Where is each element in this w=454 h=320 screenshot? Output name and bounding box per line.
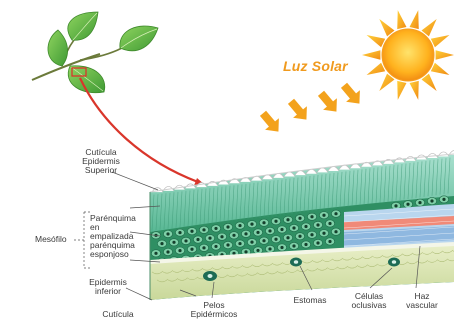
chloroplast: [280, 246, 283, 249]
chloroplast: [286, 236, 289, 239]
chloroplast: [334, 230, 337, 233]
chloroplast: [322, 232, 325, 235]
chloroplast: [166, 232, 169, 235]
chloroplast: [310, 215, 313, 218]
label-haz-vascular: Haz vascular: [402, 292, 442, 310]
sun-ray: [367, 63, 386, 75]
chloroplast: [262, 221, 265, 224]
chloroplast: [304, 225, 307, 228]
leaf-cross-section: [150, 150, 454, 300]
chloroplast: [196, 238, 199, 241]
sun-ray: [431, 35, 450, 47]
chloroplast: [178, 231, 181, 234]
chloroplast: [274, 238, 277, 241]
chloroplast: [250, 241, 253, 244]
sun-ray: [431, 63, 450, 75]
chloroplast: [202, 246, 205, 249]
chloroplast: [406, 203, 409, 206]
label-celulas-oclusivas: Células oclusivas: [344, 292, 394, 310]
stoma-1: [203, 271, 217, 281]
chloroplast: [430, 199, 433, 202]
chloroplast: [268, 229, 271, 232]
chloroplast: [178, 249, 181, 252]
chloroplast: [322, 214, 325, 217]
chloroplast: [190, 248, 193, 251]
sun-ray: [410, 81, 419, 100]
chloroplast: [442, 198, 445, 201]
chloroplast: [298, 217, 301, 220]
chloroplast: [274, 220, 277, 223]
chloroplast: [214, 227, 217, 230]
chloroplast: [328, 240, 331, 243]
chloroplast: [244, 232, 247, 235]
chloroplast: [226, 225, 229, 228]
chloroplast: [256, 249, 259, 252]
chloroplast: [298, 235, 301, 238]
chloroplast: [316, 223, 319, 226]
chloroplast: [328, 222, 331, 225]
sun-ray: [397, 10, 406, 29]
sun-ray: [362, 50, 380, 59]
chloroplast: [226, 243, 229, 246]
sun-icon: [362, 10, 454, 100]
label-mesofilo: Mesófilo: [35, 235, 67, 244]
label-epidermis-inferior: Epidermis inferior: [84, 278, 132, 296]
leaf-sprig: [32, 12, 158, 93]
sun-ray: [436, 50, 454, 59]
chloroplast: [280, 228, 283, 231]
label-parenquima: Parénquima en empalizada parénquima espo…: [90, 214, 138, 259]
chloroplast: [286, 218, 289, 221]
chloroplast: [214, 245, 217, 248]
chloroplast: [250, 223, 253, 226]
chloroplast: [268, 247, 271, 250]
chloroplast: [232, 234, 235, 237]
chloroplast: [190, 230, 193, 233]
chloroplast: [244, 250, 247, 253]
sun-ray: [410, 10, 419, 29]
stoma-3: [388, 258, 400, 267]
sun-ray: [367, 35, 386, 47]
sun-ray: [397, 81, 406, 100]
label-pelos-epidermicos: Pelos Epidérmicos: [186, 301, 242, 319]
chloroplast: [292, 244, 295, 247]
chloroplast: [220, 235, 223, 238]
chloroplast: [310, 233, 313, 236]
label-cuticula-inferior: Cutícula: [98, 310, 138, 319]
chloroplast: [232, 252, 235, 255]
chloroplast: [262, 239, 265, 242]
chloroplast: [292, 226, 295, 229]
chloroplast: [334, 212, 337, 215]
chloroplast: [238, 242, 241, 245]
light-rays: [256, 79, 366, 137]
stoma-2: [290, 258, 302, 267]
chloroplast: [184, 239, 187, 242]
chloroplast: [154, 252, 157, 255]
chloroplast: [394, 204, 397, 207]
label-cuticula-epidermis-superior: Cutícula Epidermis Superior: [78, 148, 124, 175]
chloroplast: [208, 237, 211, 240]
chloroplast: [304, 243, 307, 246]
chloroplast: [160, 242, 163, 245]
chloroplast: [256, 231, 259, 234]
sun-title: Luz Solar: [283, 58, 348, 74]
chloroplast: [172, 241, 175, 244]
chloroplast: [166, 250, 169, 253]
chloroplast: [418, 201, 421, 204]
chloroplast: [202, 228, 205, 231]
chloroplast: [316, 241, 319, 244]
chloroplast: [238, 224, 241, 227]
label-estomas: Estomas: [288, 296, 332, 305]
